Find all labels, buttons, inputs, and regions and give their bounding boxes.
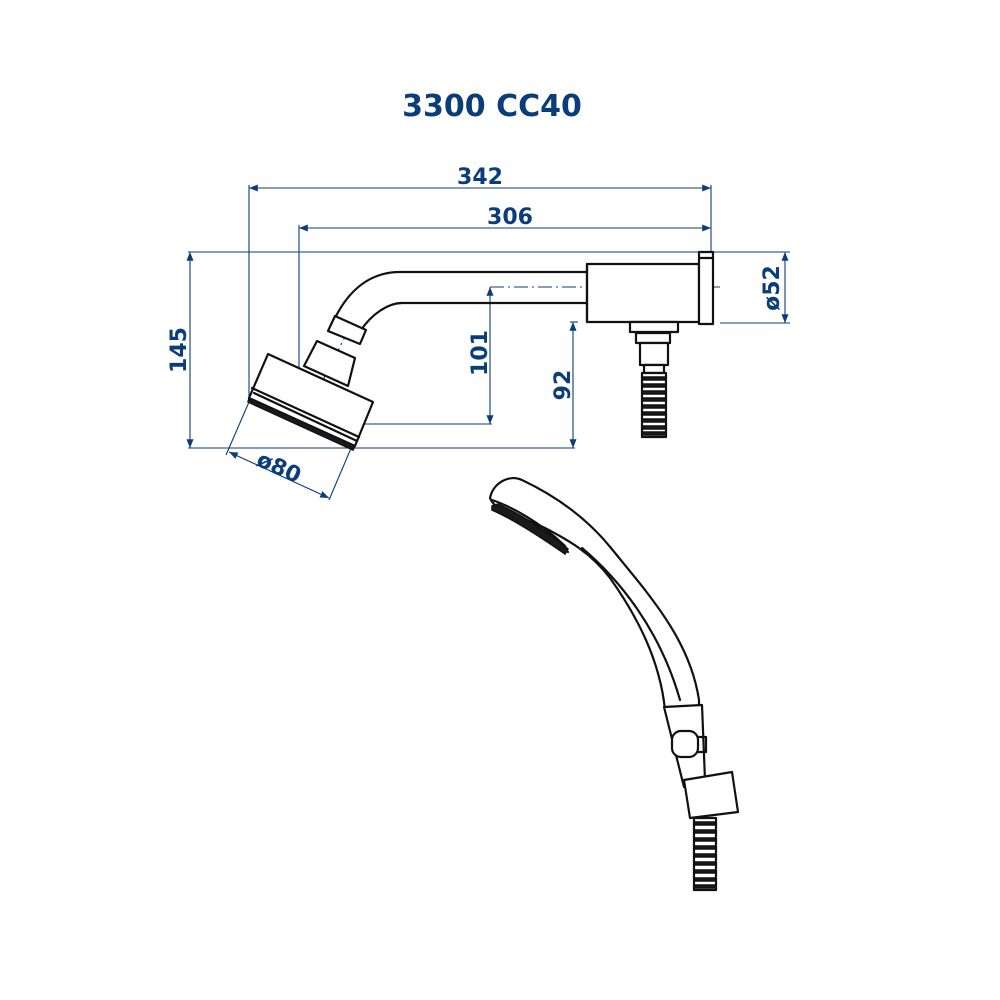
dim-arm-length: 306 <box>487 205 533 230</box>
drawing-title: 3300 CC40 <box>402 89 582 124</box>
hand-shower <box>488 477 740 892</box>
dim-supply-drop: 92 <box>551 370 576 401</box>
dim-overall-length: 342 <box>457 165 503 190</box>
dim-flange-diameter: ø52 <box>760 265 785 311</box>
supply-hose <box>640 371 668 439</box>
fixed-shower-head <box>247 352 375 451</box>
dim-head-diameter: ø80 <box>253 447 305 488</box>
wall-elbow <box>585 250 715 375</box>
dim-height: 145 <box>167 327 192 373</box>
dim-arm-drop: 101 <box>468 330 493 376</box>
shower-arm <box>302 270 590 388</box>
